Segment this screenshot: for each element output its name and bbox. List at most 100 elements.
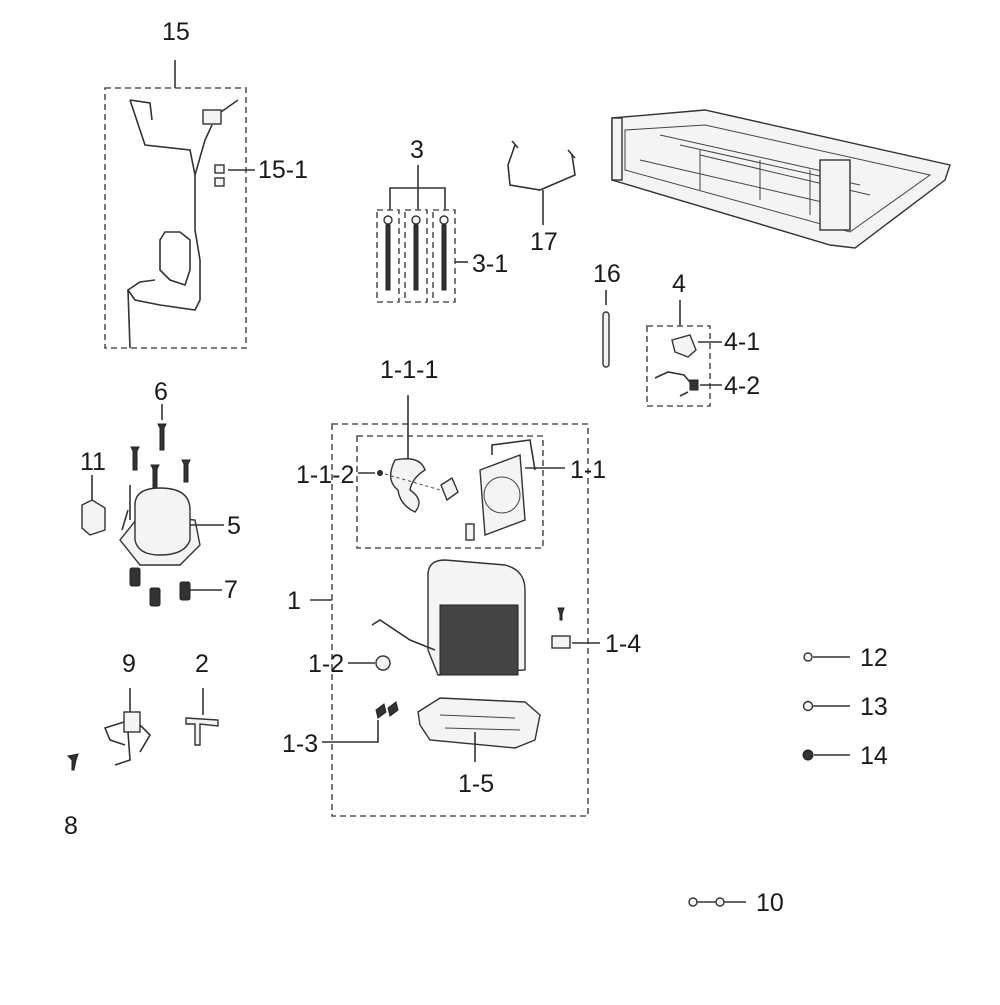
part-15-1-b <box>214 177 225 187</box>
compressor-group: 6 11 5 7 <box>80 378 241 607</box>
part-group-15: 15 15-1 <box>104 18 308 349</box>
label-4-1: 4-1 <box>724 328 760 356</box>
fan-hub <box>440 476 459 502</box>
label-1-5: 1-5 <box>458 770 494 798</box>
small-parts: 12 13 14 10 <box>688 644 888 917</box>
rail-box-2 <box>404 209 428 303</box>
label-1: 1 <box>287 587 301 615</box>
label-2: 2 <box>195 650 209 678</box>
part-13 <box>802 700 814 712</box>
label-1-1: 1-1 <box>570 456 606 484</box>
part-group-16: 16 <box>593 260 621 368</box>
frame-crossbars <box>699 150 811 215</box>
screws-6 <box>130 423 191 489</box>
group-1-1-box <box>356 435 544 549</box>
bent-tube <box>507 144 576 191</box>
fan-blade-1-1-1 <box>390 458 426 513</box>
group-15-box <box>104 87 247 349</box>
label-1-1-1: 1-1-1 <box>380 356 438 384</box>
connector-4-2 <box>689 379 699 391</box>
label-15: 15 <box>162 18 190 46</box>
group-1-box <box>331 423 589 817</box>
relay-9 <box>123 711 141 733</box>
label-11: 11 <box>80 448 106 476</box>
label-15-1: 15-1 <box>258 156 308 184</box>
rail-cap-1 <box>383 215 393 225</box>
part-15-1-a <box>214 164 225 174</box>
leader-3-fork <box>389 187 446 210</box>
frame-inner <box>624 124 932 233</box>
tube-end <box>129 99 153 121</box>
cabinet-frame <box>611 109 951 249</box>
fan-shroud-1-1 <box>479 454 526 536</box>
grommet-a <box>129 567 141 587</box>
tube-caps <box>511 140 576 159</box>
label-8: 8 <box>64 812 78 840</box>
label-1-4: 1-4 <box>605 630 641 658</box>
label-3: 3 <box>410 136 424 164</box>
label-3-1: 3-1 <box>472 250 508 278</box>
frame-outline <box>611 109 951 249</box>
part-group-17: 17 <box>507 140 576 256</box>
label-16: 16 <box>593 260 621 288</box>
rail-cap-3 <box>439 215 449 225</box>
part-1-2 <box>375 655 391 671</box>
grommet-b <box>149 587 161 607</box>
fan-wire <box>491 439 536 471</box>
part-12 <box>803 652 813 662</box>
part-group-1: 1-1-1 1-1-2 1-1 1 1-2 1-4 1-3 1-5 <box>282 356 641 817</box>
tube-branch <box>194 124 213 176</box>
part-10-a <box>688 897 698 907</box>
label-1-2: 1-2 <box>308 650 344 678</box>
part-group-4: 4 4-1 4-2 <box>646 270 760 407</box>
label-6: 6 <box>154 378 168 406</box>
label-1-3: 1-3 <box>282 730 318 758</box>
evaporator-wire <box>371 619 436 651</box>
label-17: 17 <box>530 228 558 256</box>
drain-pan-detail <box>439 714 521 731</box>
compressor-5 <box>134 487 191 556</box>
rail-box-3 <box>432 209 456 303</box>
parts-9-2-8: 9 2 8 <box>64 650 219 840</box>
shroud-ring <box>483 476 521 514</box>
tube-loop <box>159 231 191 287</box>
screw-1-4 <box>557 607 565 621</box>
part-8 <box>66 753 79 771</box>
part-1-4 <box>551 635 571 649</box>
rail-1 <box>385 224 391 291</box>
wire-4-2 <box>654 371 696 397</box>
label-7: 7 <box>224 576 238 604</box>
label-13: 13 <box>860 693 888 721</box>
rail-2 <box>413 224 419 291</box>
grommet-c <box>179 581 191 601</box>
evaporator-core <box>439 604 519 676</box>
parts-1-3 <box>375 701 399 719</box>
rail-box-1 <box>376 209 400 303</box>
tube-line <box>126 99 201 311</box>
label-12: 12 <box>860 644 888 672</box>
compressor-pipes <box>121 485 131 531</box>
rail-3 <box>441 224 447 291</box>
label-10: 10 <box>756 889 784 917</box>
tube-bottom <box>127 289 131 349</box>
label-4: 4 <box>672 270 686 298</box>
group-4-box <box>646 325 711 407</box>
valve-stem <box>220 99 239 113</box>
part-2 <box>185 717 219 746</box>
fan-motor-clip <box>465 523 475 541</box>
frame-ribs <box>639 134 871 206</box>
part-11 <box>81 499 106 536</box>
relay-wires <box>103 721 152 766</box>
part-14 <box>802 749 814 761</box>
frame-side-panel <box>819 159 851 231</box>
label-5: 5 <box>227 512 241 540</box>
sensor-16 <box>602 311 610 368</box>
part-group-3: 3 3-1 <box>376 136 508 303</box>
label-9: 9 <box>122 650 136 678</box>
rail-cap-2 <box>411 215 421 225</box>
leader-1-3 <box>322 720 379 743</box>
drain-pan-1-5 <box>417 697 541 749</box>
valve-body <box>202 109 222 125</box>
